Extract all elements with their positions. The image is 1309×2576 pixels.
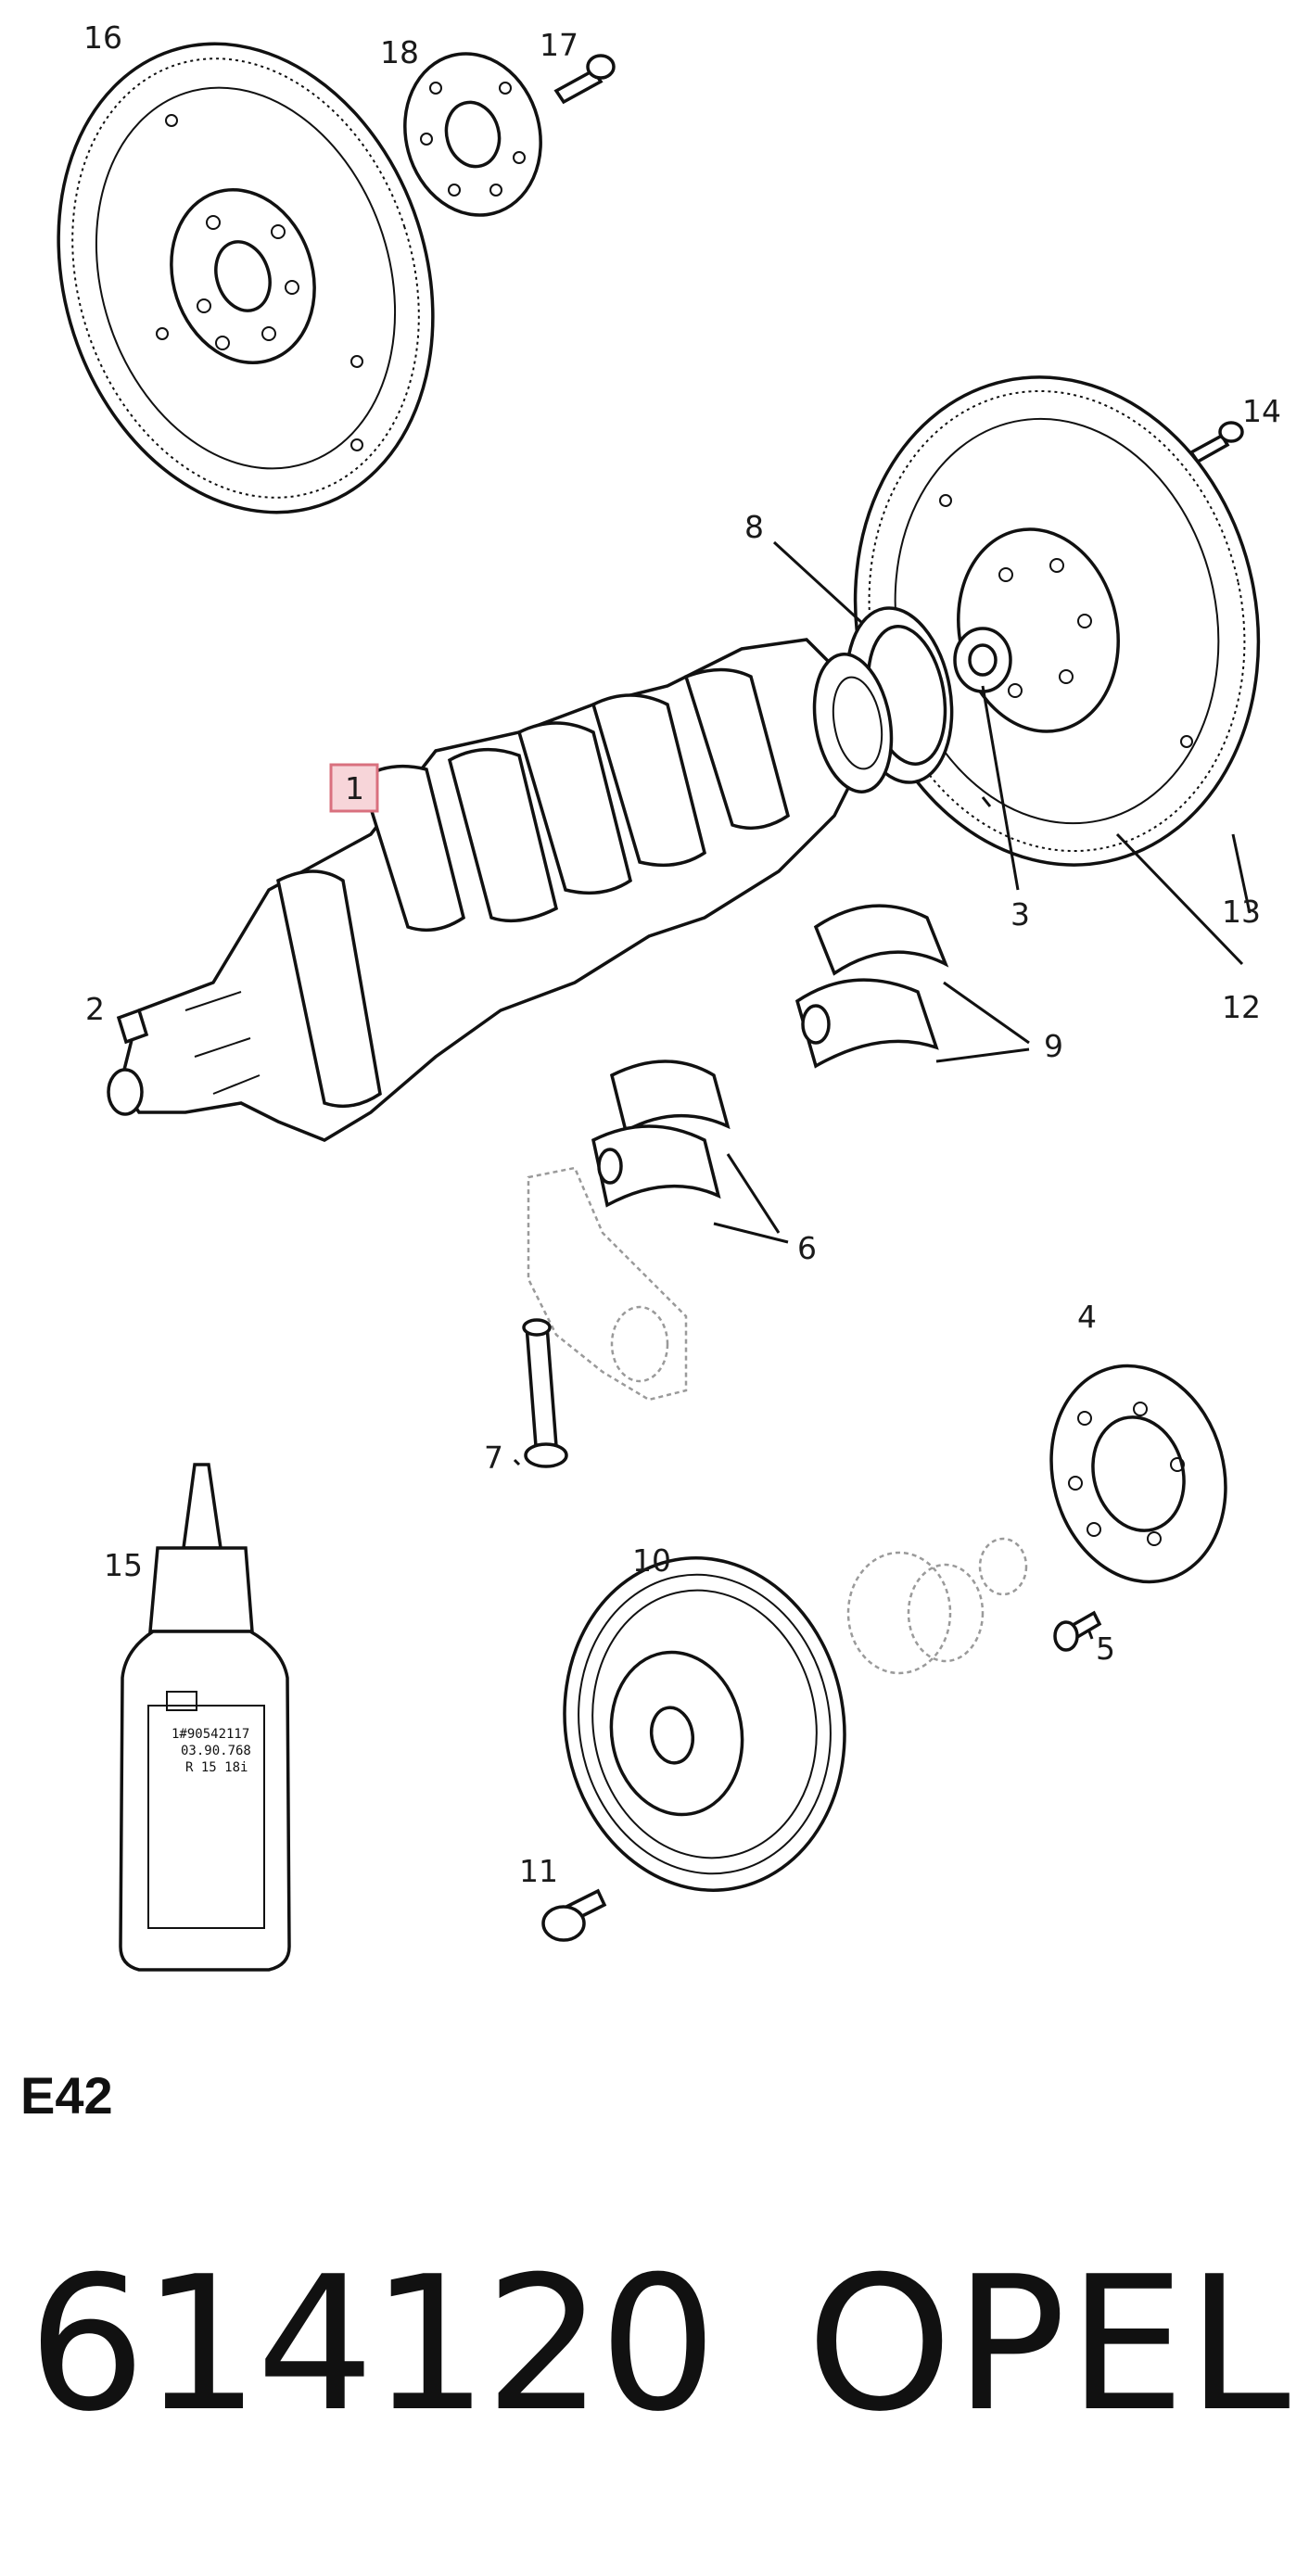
bolt-17[interactable] (553, 54, 616, 105)
callout-8[interactable]: 8 (744, 509, 764, 545)
callout-13[interactable]: 13 (1222, 894, 1261, 930)
oil-bottle-label-line1: 1#90542117 (172, 1727, 249, 1742)
exploded-parts-diagram: 1#90542117 03.90.768 R 15 18i 16 18 17 1… (0, 0, 1281, 1972)
ghost-gear (846, 1537, 1028, 1675)
callout-2[interactable]: 2 (85, 991, 105, 1027)
sensor-wheel-4[interactable] (1028, 1346, 1250, 1602)
bolt-14[interactable] (1188, 421, 1244, 464)
bolt-7[interactable] (522, 1318, 568, 1468)
callout-4[interactable]: 4 (1077, 1299, 1097, 1335)
callout-18[interactable]: 18 (380, 34, 419, 70)
callout-6[interactable]: 6 (797, 1230, 817, 1266)
callout-11[interactable]: 11 (519, 1853, 558, 1889)
pulley-10[interactable] (539, 1536, 871, 1913)
bearing-shells-6[interactable] (591, 1060, 731, 1208)
section-code: E42 (20, 2066, 113, 2125)
screw-5[interactable] (1053, 1610, 1102, 1652)
callout-1[interactable]: 1 (345, 770, 364, 806)
callout-16[interactable]: 16 (83, 19, 122, 56)
ghost-conrod (527, 1166, 688, 1402)
callout-10[interactable]: 10 (632, 1542, 671, 1579)
callout-9[interactable]: 9 (1044, 1028, 1063, 1064)
callout-7[interactable]: 7 (484, 1440, 503, 1476)
callout-3[interactable]: 3 (1010, 896, 1030, 933)
leader-lines (513, 540, 1252, 1640)
bearing-shells-9[interactable] (794, 904, 949, 1069)
callout-14[interactable]: 14 (1242, 393, 1281, 429)
oil-bottle-15[interactable]: 1#90542117 03.90.768 R 15 18i (119, 1463, 291, 1972)
brand-name: OPEL (807, 2237, 1292, 2453)
part-number: 614120 (28, 2237, 717, 2453)
bolt-11[interactable] (541, 1888, 607, 1942)
callout-12[interactable]: 12 (1222, 989, 1261, 1025)
oil-bottle-label-line2: 03.90.768 (181, 1744, 251, 1758)
callout-labels: 16 18 17 14 8 1 3 13 12 2 9 6 4 7 10 15 … (83, 19, 1281, 1889)
callout-15[interactable]: 15 (104, 1547, 143, 1583)
key-2[interactable] (116, 1008, 149, 1045)
callout-1-highlight (329, 763, 379, 813)
flywheel-16[interactable] (0, 0, 491, 562)
callout-17[interactable]: 17 (540, 27, 578, 63)
pilot-bearing-3[interactable] (953, 627, 1012, 693)
plate-18[interactable] (388, 38, 559, 230)
crankshaft-1[interactable] (107, 638, 901, 1142)
oil-bottle-label-line3: R 15 18i (185, 1760, 248, 1775)
callout-5[interactable]: 5 (1096, 1631, 1115, 1667)
